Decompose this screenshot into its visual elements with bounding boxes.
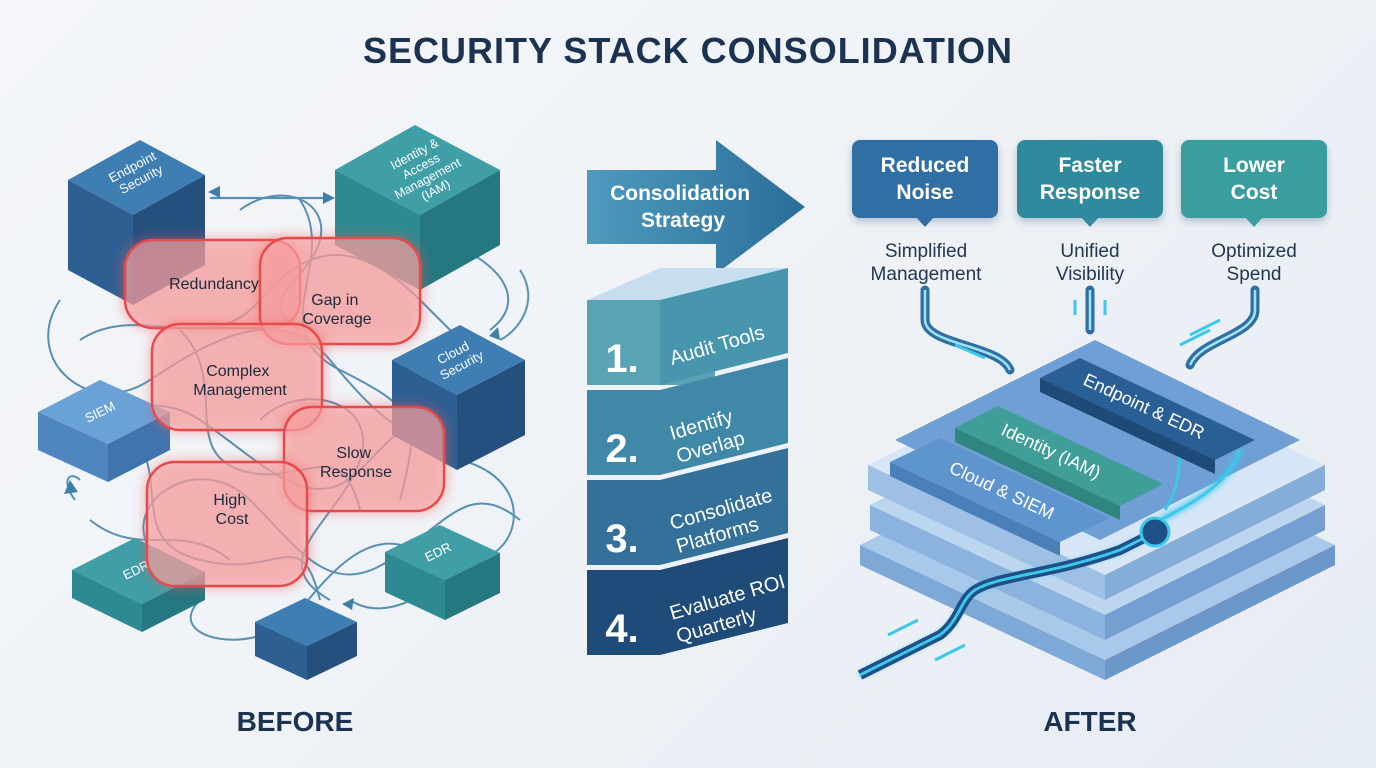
problem-gap [258, 236, 423, 346]
badge-faster-response: Faster Response [1017, 140, 1163, 227]
arrow-line-2: Strategy [641, 209, 725, 232]
svg-text:High Cost: High Cost [213, 492, 250, 528]
complex-line-2: Management [193, 382, 287, 399]
svg-text:Complex Management: Complex Management [193, 363, 287, 399]
slow-line-1: Slow [336, 445, 371, 462]
benefit-unified-visibility: Unified Visibility [1000, 240, 1180, 286]
tool-cube-edr-right: EDR [385, 525, 500, 620]
strategy-step-3: 3. Consolidate Platforms [587, 448, 788, 565]
tool-cube-unlabeled [255, 598, 357, 680]
cost-line-2: Cost [216, 511, 249, 528]
consolidation-arrow: Consolidation Strategy [587, 140, 805, 274]
after-platform: Endpoint & EDR Identity (IAM) Cloud & SI… [857, 285, 1335, 680]
benefit-1-line-2: Management [870, 264, 982, 285]
svg-text:Consolidation Strategy: Consolidation Strategy [610, 182, 756, 232]
arrow-line-1: Consolidation [610, 182, 750, 205]
layer-endpoint-edr: Endpoint & EDR [1040, 358, 1255, 474]
badge-1-label: Reduced Noise [880, 154, 970, 204]
gap-line-2: Coverage [302, 311, 371, 328]
step-2-number: 2. [605, 427, 638, 471]
tool-cube-siem: SIEM [38, 380, 170, 482]
cost-line-1: High [213, 492, 246, 509]
after-label: AFTER [1043, 706, 1137, 737]
svg-text:Gap in Coverage: Gap in Coverage [302, 292, 371, 328]
svg-text:Slow Response: Slow Response [320, 445, 392, 481]
complex-line-1: Complex [206, 363, 269, 380]
gap-line-1: Gap in [311, 292, 358, 309]
problem-cost [145, 460, 310, 588]
slow-line-2: Response [320, 464, 392, 481]
problem-complex [150, 322, 325, 432]
step-4-number: 4. [605, 607, 638, 651]
benefit-3-line-2: Spend [1226, 264, 1282, 285]
problem-zones: Redundancy Gap in Coverage Complex Manag… [122, 236, 447, 588]
benefit-2-line-2: Visibility [1055, 264, 1125, 285]
step-3-number: 3. [605, 517, 638, 561]
strategy-column: Consolidation Strategy 1. Audit Tools 2.… [587, 140, 805, 655]
strategy-step-2: 2. Identify Overlap [587, 358, 788, 475]
benefit-1-line-1: Simplified [884, 241, 968, 262]
tool-cube-iam: Identity & Access Management (IAM) [335, 125, 500, 290]
strategy-step-1: 1. Audit Tools [587, 268, 788, 385]
step-1-number: 1. [605, 337, 638, 381]
benefit-simplified-management: Simplified Management [836, 240, 1016, 286]
redundancy-label: Redundancy [169, 276, 259, 293]
badge-reduced-noise: Reduced Noise [852, 140, 998, 227]
badge-2-label: Faster Response [1039, 154, 1141, 204]
benefit-3-line-1: Optimized [1211, 241, 1297, 262]
benefit-2-line-1: Unified [1060, 241, 1120, 262]
problem-slow [282, 405, 447, 513]
benefit-optimized-spend: Optimized Spend [1164, 240, 1344, 286]
before-label: BEFORE [236, 706, 354, 737]
before-diagram: Endpoint Security Identity & Access Mana… [38, 125, 530, 680]
hub-node [1139, 516, 1171, 548]
badge-3-label: Lower Cost [1223, 154, 1285, 204]
page-title: SECURITY STACK CONSOLIDATION [362, 30, 1014, 71]
strategy-step-4: 4. Evaluate ROI Quarterly [587, 538, 788, 655]
badge-lower-cost: Lower Cost [1181, 140, 1327, 227]
